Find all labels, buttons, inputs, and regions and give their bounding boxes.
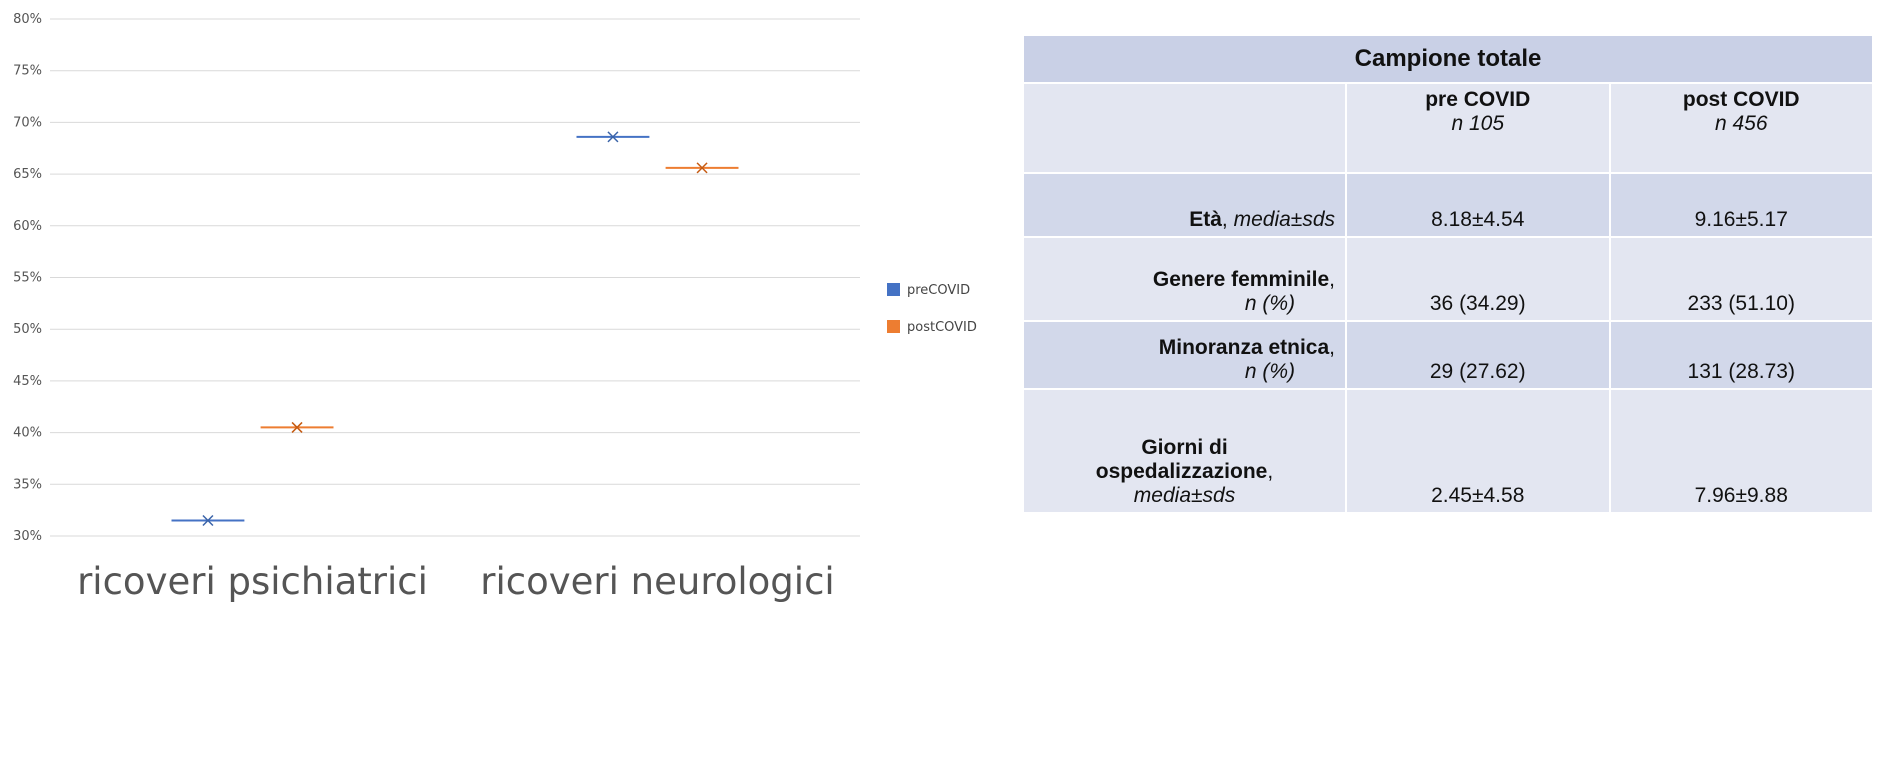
x-category-label: ricoveri neurologici bbox=[480, 560, 834, 603]
col-header-pre-label: pre COVID bbox=[1425, 88, 1531, 111]
cell-giorni-pre: 2.45±4.58 bbox=[1345, 388, 1611, 514]
y-tick-label: 80% bbox=[13, 12, 42, 27]
legend-swatch-postCOVID bbox=[887, 320, 900, 333]
y-tick-label: 75% bbox=[13, 64, 42, 79]
x-category-label: ricoveri psichiatrici bbox=[77, 560, 428, 603]
col-header-pre-n: n 105 bbox=[1451, 112, 1505, 135]
grid-layer bbox=[50, 18, 860, 537]
point-marker bbox=[291, 421, 303, 433]
marks-layer bbox=[171, 131, 739, 527]
cell-genere-pre: 36 (34.29) bbox=[1345, 236, 1611, 322]
cell-minoranza-pre: 29 (27.62) bbox=[1345, 320, 1611, 390]
row-label-minoranza: Minoranza etnica,n (%) bbox=[1022, 320, 1347, 390]
cell-giorni-post: 7.96±9.88 bbox=[1608, 388, 1874, 514]
x-axis-categories: ricoveri psichiatrici ricoveri neurologic… bbox=[77, 560, 835, 603]
y-tick-label: 65% bbox=[13, 167, 42, 182]
point-marker bbox=[202, 514, 214, 527]
summary-table: Campione totale pre COVID n 105 post COV… bbox=[1022, 34, 1874, 514]
table-header: Campione totale bbox=[1022, 34, 1874, 84]
chart-area: 30% 35% 40% 45% 50% 55% 60% 65% 70% 75% 80% ricove… bbox=[13, 12, 977, 603]
y-tick-label: 40% bbox=[13, 426, 42, 441]
y-tick-label: 45% bbox=[13, 374, 42, 389]
col-header-post-label: post COVID bbox=[1682, 88, 1800, 111]
col-header-post: post COVID n 456 bbox=[1608, 82, 1874, 174]
data-point-preCOVID-1 bbox=[576, 131, 650, 143]
cell-eta-pre: 8.18±4.54 bbox=[1345, 172, 1611, 238]
table-row: Età, media±sds 8.18±4.54 9.16±5.17 bbox=[1022, 172, 1874, 238]
y-tick-label: 55% bbox=[13, 271, 42, 286]
table-corner-cell bbox=[1022, 82, 1347, 174]
legend: preCOVID postCOVID bbox=[887, 283, 977, 335]
y-tick-label: 60% bbox=[13, 219, 42, 234]
cell-genere-post: 233 (51.10) bbox=[1608, 236, 1874, 322]
y-tick-label: 50% bbox=[13, 322, 42, 337]
chart-svg: 30% 35% 40% 45% 50% 55% 60% 65% 70% 75% 80% ricove… bbox=[13, 12, 977, 603]
legend-swatch-preCOVID bbox=[887, 283, 900, 296]
cell-eta-post: 9.16±5.17 bbox=[1608, 172, 1874, 238]
row-label-genere: Genere femminile,n (%) bbox=[1022, 236, 1347, 322]
data-point-postCOVID-1 bbox=[665, 162, 739, 174]
y-axis-ticks: 30% 35% 40% 45% 50% 55% 60% 65% 70% 75% 80% bbox=[13, 12, 42, 544]
y-tick-label: 70% bbox=[13, 115, 42, 130]
point-marker bbox=[696, 162, 708, 174]
table-row: Minoranza etnica,n (%) 29 (27.62) 131 (2… bbox=[1022, 320, 1874, 390]
data-point-preCOVID-0 bbox=[171, 514, 245, 527]
cell-minoranza-post: 131 (28.73) bbox=[1608, 320, 1874, 390]
data-point-postCOVID-0 bbox=[260, 421, 334, 433]
col-header-post-n: n 456 bbox=[1714, 112, 1768, 135]
row-label-eta: Età, media±sds bbox=[1022, 172, 1347, 238]
y-tick-label: 35% bbox=[13, 477, 42, 492]
col-header-pre: pre COVID n 105 bbox=[1345, 82, 1611, 174]
y-tick-label: 30% bbox=[13, 529, 42, 544]
point-marker bbox=[607, 131, 619, 143]
legend-label-postCOVID: postCOVID bbox=[907, 320, 977, 335]
table-row: Genere femminile,n (%) 36 (34.29) 233 (5… bbox=[1022, 236, 1874, 322]
legend-label-preCOVID: preCOVID bbox=[907, 283, 970, 298]
